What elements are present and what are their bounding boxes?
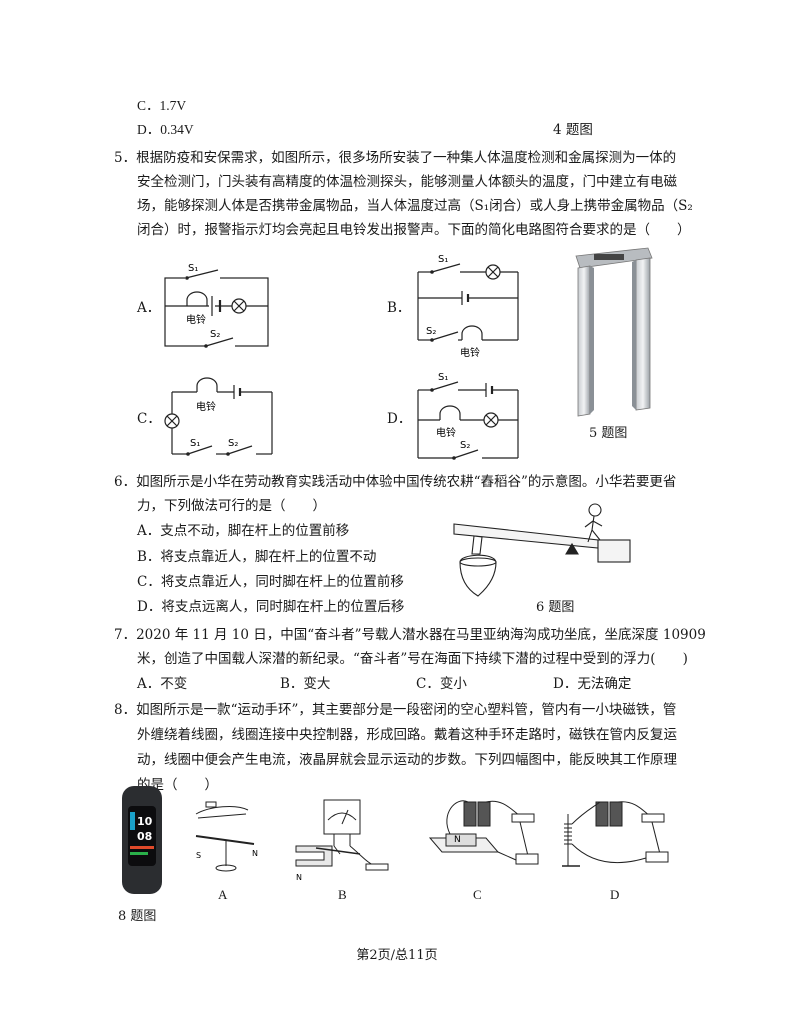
q6-option-b: B．将支点靠近人，脚在杆上的位置不动 <box>137 549 377 565</box>
q5-figure-caption: 5 题图 <box>589 426 628 441</box>
q8-fig-b-induction: N <box>295 799 389 882</box>
q8-fig-c-pole-n: N <box>454 835 461 845</box>
q6-option-c: C．将支点靠近人，同时脚在杆上的位置前移 <box>137 574 404 590</box>
q8-label-a: A <box>218 887 228 902</box>
q8-fig-a-pole-n: N <box>252 849 258 858</box>
lever-pestle-figure <box>453 503 631 597</box>
q5-label-d: D． <box>387 411 412 427</box>
q8-label-b: B <box>338 887 347 902</box>
circuit-c-s2-label: S₂ <box>228 438 238 449</box>
circuit-a-s2-label: S₂ <box>210 329 220 340</box>
circuit-b-bell-label: 电铃 <box>460 346 480 359</box>
circuit-d-s2-label: S₂ <box>460 440 470 451</box>
q4-figure-caption: 4 题图 <box>553 122 593 138</box>
circuit-a-s1-label: S₁ <box>188 263 198 274</box>
circuit-a-bell-label: 电铃 <box>186 313 206 326</box>
q5-line2: 安全检测门，门头装有高精度的体温检测探头，能够测量人体额头的温度，门中建立有电磁 <box>137 174 677 190</box>
q7-line2: 米，创造了中国载人深潜的新纪录。“奋斗者”号在海面下持续下潜的过程中受到的浮力(… <box>137 651 688 667</box>
q5-label-b: B． <box>387 300 411 316</box>
q5-line1: 5．根据防疫和安保需求，如图所示，很多场所安装了一种集人体温度检测和金属探测为一… <box>114 150 677 166</box>
circuit-b: S₁ S₂ 电铃 <box>417 254 519 359</box>
q8-fig-a-oersted: S N <box>195 801 258 872</box>
page-footer: 第2页/总11页 <box>356 948 438 963</box>
q6-line1: 6．如图所示是小华在劳动教育实践活动中体验中国传统农耕“舂稻谷”的示意图。小华若… <box>114 474 677 490</box>
q7-option-d: D．无法确定 <box>553 676 632 692</box>
q5-line3: 场，能够探测人体是否携带金属物品，当人体温度过高（S₁闭合）或人身上携带金属物品… <box>137 198 693 214</box>
circuit-b-s2-label: S₂ <box>426 326 436 337</box>
q8-figure-caption: 8 题图 <box>118 909 157 924</box>
circuit-d-s1-label: S₁ <box>438 372 448 383</box>
q6-option-d: D．将支点远离人，同时脚在杆上的位置后移 <box>137 599 405 615</box>
q6-option-a: A．支点不动，脚在杆上的位置前移 <box>137 523 350 539</box>
circuit-d-bell-label: 电铃 <box>436 426 456 439</box>
security-gate-image <box>575 247 653 417</box>
q4-option-c: C．1.7V <box>137 98 187 113</box>
fitness-band-image: 10 08 <box>122 786 162 894</box>
circuit-d: S₁ 电铃 S₂ <box>417 372 519 460</box>
q8-fig-a-pole-s: S <box>196 851 201 860</box>
q7-line1: 7．2020 年 11 月 10 日，中国“奋斗者”号载人潜水器在马里亚纳海沟成… <box>114 627 706 643</box>
q8-line3: 动，线圈中便会产生电流，液晶屏就会显示运动的步数。下列四幅图中，能反映其工作原理 <box>137 752 677 768</box>
q8-fig-c-motor: N <box>428 800 539 865</box>
circuit-c-s1-label: S₁ <box>190 438 200 449</box>
circuit-b-s1-label: S₁ <box>438 254 448 265</box>
band-time-hours: 10 <box>137 815 153 828</box>
q5-label-a: A． <box>137 300 161 316</box>
q8-line1: 8．如图所示是一款“运动手环”，其主要部分是一段密闭的空心塑料管，管内有一小块磁… <box>114 702 677 718</box>
q5-label-c: C． <box>137 411 161 427</box>
q8-fig-b-mark: N <box>296 873 302 882</box>
q6-figure-caption: 6 题图 <box>536 600 575 615</box>
circuit-a: S₁ S₂ 电铃 <box>164 263 269 348</box>
q7-option-b: B．变大 <box>280 676 331 692</box>
q5-line4: 闭合）时，报警指示灯均会亮起且电铃发出报警声。下面的简化电路图符合要求的是（ ） <box>137 222 691 238</box>
q8-label-c: C <box>473 887 482 902</box>
q8-label-d: D <box>610 887 620 902</box>
q6-line2: 力，下列做法可行的是（ ） <box>137 498 326 514</box>
q8-line2: 外缠绕着线圈，线圈连接中央控制器，形成回路。戴着这种手环走路时，磁铁在管内反复运 <box>137 727 677 743</box>
band-time-minutes: 08 <box>137 830 152 843</box>
q7-option-c: C．变小 <box>416 676 467 692</box>
circuit-c-bell-label: 电铃 <box>196 400 216 413</box>
q8-fig-d-electromagnet <box>562 801 669 867</box>
q4-option-d: D．0.34V <box>137 122 194 137</box>
circuit-c: 电铃 S₁ S₂ <box>164 377 273 456</box>
q7-option-a: A．不变 <box>137 676 188 692</box>
